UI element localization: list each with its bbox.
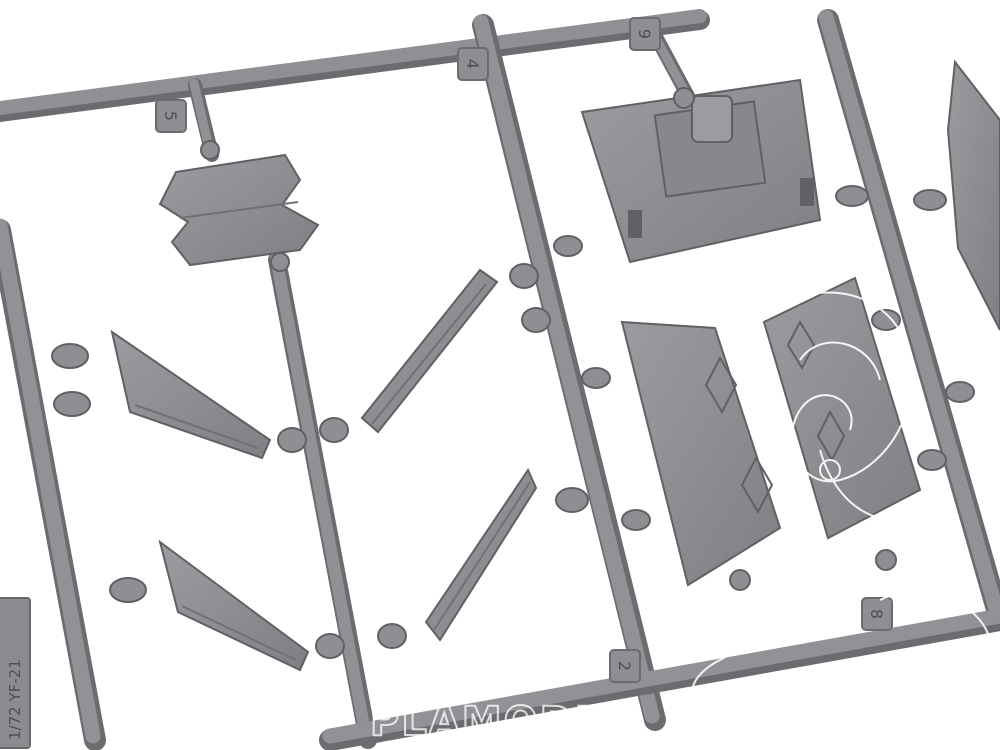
part-blade xyxy=(946,59,1000,331)
sprue-runners xyxy=(0,9,1000,750)
sprue-gates xyxy=(51,87,975,659)
tag-4: 4 xyxy=(457,47,489,81)
svg-text:9: 9 xyxy=(635,29,654,39)
watermark-text: PLAMODEL xyxy=(370,699,632,745)
svg-text:1/72 YF-21: 1/72 YF-21 xyxy=(6,659,24,740)
watermark: PLAMODEL xyxy=(369,291,991,746)
part-panel-a xyxy=(620,320,782,587)
part-number-tags: 5 4 9 2 8 xyxy=(155,17,893,683)
svg-text:2: 2 xyxy=(615,661,634,671)
sprue-marking: 1/72 YF-21 xyxy=(0,597,31,749)
part-fin-lower-left xyxy=(158,539,310,672)
part-fin-lower-center xyxy=(424,467,538,642)
part-chevron-plate xyxy=(158,153,320,267)
tag-6: 9 xyxy=(629,17,661,51)
svg-text:5: 5 xyxy=(161,111,180,121)
tag-5: 5 xyxy=(155,99,187,133)
part-fin-upper-left xyxy=(110,329,272,460)
tag-8: 8 xyxy=(861,597,893,631)
tag-2: 2 xyxy=(609,649,641,683)
part-mount-block xyxy=(580,78,822,264)
svg-text:8: 8 xyxy=(867,609,886,619)
part-fin-upper-center xyxy=(360,268,499,434)
svg-text:4: 4 xyxy=(463,59,482,69)
